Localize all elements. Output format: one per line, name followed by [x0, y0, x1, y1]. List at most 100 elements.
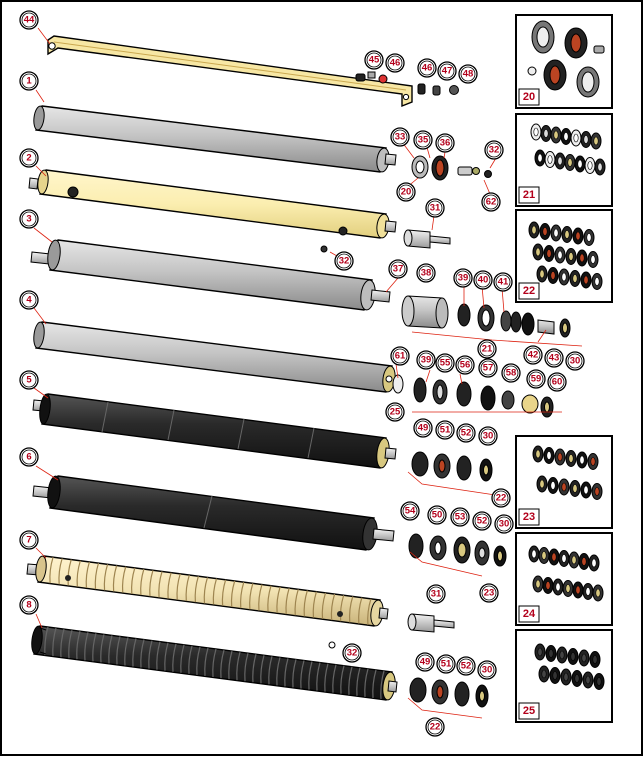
inset-panel-25 [515, 629, 613, 723]
callout-62: 62 [481, 192, 501, 212]
callout-6: 6 [19, 447, 39, 467]
leader-lines [33, 27, 583, 719]
roller-1 [33, 105, 397, 173]
svg-text:35: 35 [418, 135, 429, 146]
inset-panel-23 [515, 435, 613, 529]
callout-33: 33 [390, 127, 410, 147]
callout-49a: 49 [413, 418, 433, 438]
svg-text:31: 31 [431, 589, 442, 600]
bearing-assembly-22b [409, 677, 489, 708]
svg-text:48: 48 [463, 69, 474, 80]
callout-54: 54 [400, 501, 420, 521]
svg-text:39: 39 [421, 355, 432, 366]
callout-22b: 22 [425, 717, 445, 737]
svg-text:61: 61 [395, 351, 406, 362]
callout-52a: 52 [456, 423, 476, 443]
callout-30b: 30 [478, 426, 498, 446]
svg-text:58: 58 [506, 368, 517, 379]
svg-text:39: 39 [458, 273, 469, 284]
shaft-adapter-31b [328, 613, 455, 649]
svg-text:56: 56 [460, 360, 471, 371]
small-hardware [355, 71, 459, 96]
callout-40: 40 [473, 270, 493, 290]
svg-text:25: 25 [523, 705, 535, 717]
callout-56: 56 [455, 355, 475, 375]
svg-text:57: 57 [483, 363, 494, 374]
callout-57: 57 [478, 358, 498, 378]
callout-8: 8 [19, 595, 39, 615]
svg-text:24: 24 [523, 608, 536, 620]
svg-text:43: 43 [549, 353, 560, 364]
svg-text:22: 22 [496, 493, 507, 504]
callout-35: 35 [413, 130, 433, 150]
svg-text:50: 50 [432, 510, 443, 521]
svg-text:31: 31 [430, 203, 441, 214]
callout-41: 41 [493, 272, 513, 292]
panel-label-21: 21 [518, 186, 540, 204]
svg-text:4: 4 [26, 295, 32, 306]
callout-50: 50 [427, 505, 447, 525]
svg-text:46: 46 [390, 58, 401, 69]
bearing-assembly-22a [411, 451, 493, 482]
svg-text:41: 41 [498, 277, 509, 288]
inset-panel-22 [515, 209, 613, 303]
callout-52c: 52 [456, 656, 476, 676]
callout-5: 5 [19, 370, 39, 390]
svg-text:47: 47 [442, 66, 453, 77]
svg-text:37: 37 [393, 264, 404, 275]
svg-text:20: 20 [523, 91, 535, 103]
svg-text:23: 23 [484, 588, 495, 599]
callout-52b: 52 [472, 511, 492, 531]
callout-39a: 39 [453, 268, 473, 288]
callout-44: 44 [19, 10, 39, 30]
svg-text:49: 49 [418, 423, 429, 434]
svg-text:45: 45 [369, 55, 380, 66]
svg-text:33: 33 [395, 132, 406, 143]
callout-32b: 32 [334, 251, 354, 271]
callout-32c: 32 [342, 643, 362, 663]
roller-5 [32, 393, 397, 469]
svg-text:21: 21 [482, 344, 493, 355]
roller-7 [26, 555, 389, 627]
callout-42: 42 [523, 345, 543, 365]
svg-text:51: 51 [441, 659, 452, 670]
roller-3 [30, 239, 391, 311]
svg-text:40: 40 [478, 275, 489, 286]
callout-51a: 51 [435, 420, 455, 440]
callout-60: 60 [547, 372, 567, 392]
callout-39b: 39 [416, 350, 436, 370]
panel-label-22: 22 [518, 282, 540, 300]
roller-4 [33, 321, 396, 393]
callout-7: 7 [19, 530, 39, 550]
svg-text:30: 30 [570, 356, 581, 367]
callout-2: 2 [19, 148, 39, 168]
callout-32a: 32 [484, 140, 504, 160]
svg-text:8: 8 [26, 600, 31, 611]
callout-55: 55 [435, 353, 455, 373]
panel-label-20: 20 [518, 88, 540, 106]
svg-text:42: 42 [528, 350, 539, 361]
svg-text:30: 30 [483, 431, 494, 442]
panel-label-24: 24 [518, 605, 540, 623]
svg-text:32: 32 [347, 648, 358, 659]
svg-text:51: 51 [440, 425, 451, 436]
callout-31a: 31 [425, 198, 445, 218]
callout-58: 58 [501, 363, 521, 383]
callout-31b: 31 [426, 584, 446, 604]
svg-text:59: 59 [531, 374, 542, 385]
callout-21: 21 [477, 339, 497, 359]
callout-43: 43 [544, 348, 564, 368]
callout-38: 38 [416, 263, 436, 283]
svg-text:7: 7 [26, 535, 31, 546]
svg-text:44: 44 [24, 15, 35, 26]
svg-text:52: 52 [477, 516, 488, 527]
mounting-bar [47, 35, 413, 108]
callout-layer: 44 1 2 3 4 5 6 7 8 45 46 46 47 48 33 35 … [19, 10, 585, 737]
svg-text:32: 32 [489, 145, 500, 156]
svg-text:52: 52 [461, 428, 472, 439]
svg-text:46: 46 [422, 63, 433, 74]
callout-20: 20 [396, 182, 416, 202]
svg-text:2: 2 [26, 153, 31, 164]
callout-45: 45 [364, 50, 384, 70]
